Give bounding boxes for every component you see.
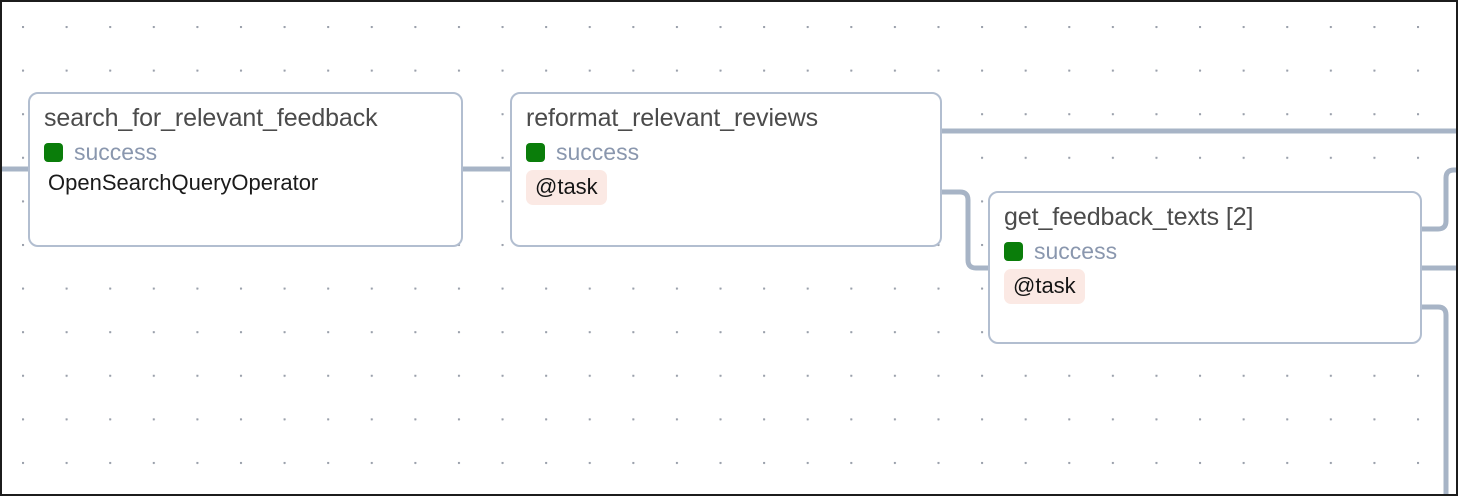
node-title: search_for_relevant_feedback [44,104,378,132]
node-status: success [1004,237,1406,265]
status-success-icon [526,142,545,162]
status-label: success [74,138,158,165]
node-status: success [44,138,447,166]
dag-node-reformat-relevant-reviews[interactable]: reformat_relevant_reviews success @task [510,92,942,247]
node-status: success [526,138,926,166]
dag-node-search-for-relevant-feedback[interactable]: search_for_relevant_feedback success Ope… [28,92,463,247]
status-label: success [556,138,640,165]
edge-get-feedback-out-c [1422,304,1449,494]
node-task-badge: @task [1004,269,1085,304]
node-operator-label: OpenSearchQueryOperator [48,170,319,195]
edge-get-feedback-out-a [1422,167,1456,232]
status-label: success [1034,237,1118,264]
node-title: get_feedback_texts [2] [1004,203,1254,231]
node-task-badge: @task [526,170,607,205]
node-title: reformat_relevant_reviews [526,104,819,132]
dag-node-get-feedback-texts[interactable]: get_feedback_texts [2] success @task [988,191,1422,344]
status-success-icon [1004,241,1023,261]
status-success-icon [44,142,63,162]
edge-reformat-to-get-feedback [942,189,988,271]
